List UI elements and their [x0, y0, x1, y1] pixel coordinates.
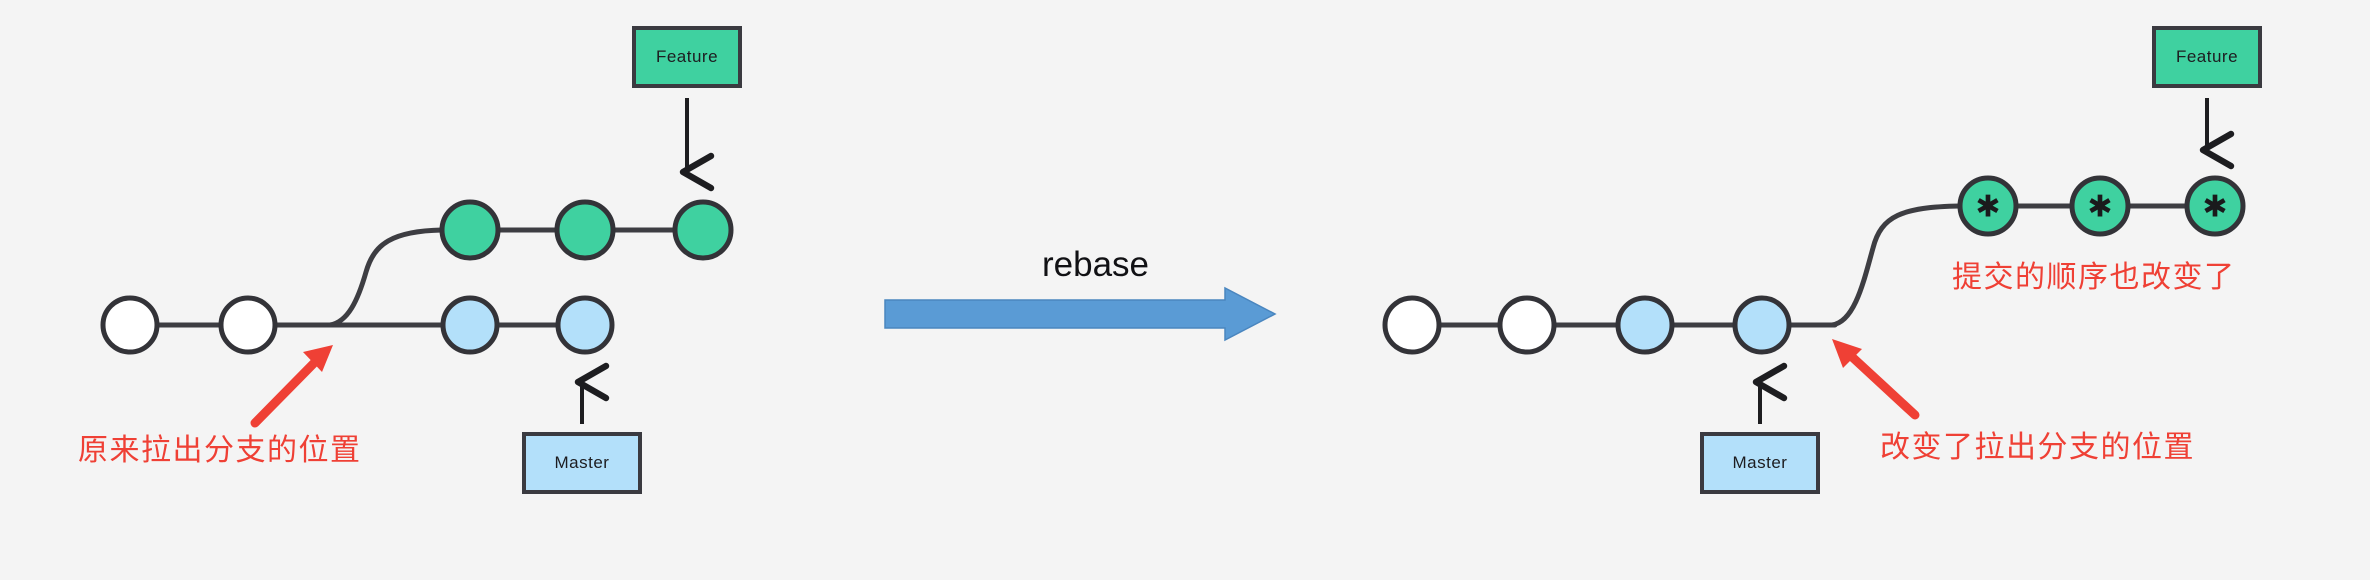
feature-branch-label-text: Feature: [655, 47, 719, 66]
commit-node-master[interactable]: [1382, 295, 1442, 355]
commit-node-feature[interactable]: [554, 199, 616, 261]
asterisk-icon: ✱: [2202, 190, 2227, 225]
annotation-branch-point-changed: 改变了拉出分支的位置: [1880, 430, 2195, 465]
commit-node-feature[interactable]: [672, 199, 734, 261]
master-branch-label-text: Master: [554, 453, 610, 472]
commit-node-feature-rewritten[interactable]: ✱: [1957, 175, 2019, 237]
red-arrow-up-right-icon: [250, 345, 333, 428]
commit-node-feature-rewritten[interactable]: ✱: [2069, 175, 2131, 237]
feature-branch-label-left[interactable]: Feature: [632, 26, 742, 88]
master-branch-label-left[interactable]: Master: [522, 432, 642, 494]
left-diagram-graph: [100, 98, 734, 428]
commit-node-feature-rewritten[interactable]: ✱: [2184, 175, 2246, 237]
rebase-arrow-group: [884, 286, 1277, 342]
red-arrow-up-left-icon: [1832, 339, 1920, 420]
annotation-original-branch-point: 原来拉出分支的位置: [78, 433, 362, 468]
master-branch-label-right[interactable]: Master: [1700, 432, 1820, 494]
commit-node-master[interactable]: [1615, 295, 1675, 355]
commit-node-feature[interactable]: [439, 199, 501, 261]
commit-node-master[interactable]: [555, 295, 615, 355]
asterisk-icon: ✱: [2087, 190, 2112, 225]
commit-node-master[interactable]: [100, 295, 160, 355]
branch-curve-left: [327, 227, 445, 328]
right-arrow-icon: [884, 286, 1277, 342]
branch-curve-right: [1829, 203, 1963, 328]
right-diagram-graph: ✱ ✱ ✱: [1382, 98, 2246, 424]
master-branch-label-text: Master: [1732, 453, 1788, 472]
rebase-operation-label: rebase: [1042, 245, 1150, 284]
commit-node-master[interactable]: [1732, 295, 1792, 355]
commit-node-master[interactable]: [218, 295, 278, 355]
commit-node-master[interactable]: [440, 295, 500, 355]
feature-branch-label-right[interactable]: Feature: [2152, 26, 2262, 88]
asterisk-icon: ✱: [1975, 190, 2000, 225]
annotation-commit-order-changed: 提交的顺序也改变了: [1952, 260, 2236, 295]
commit-node-master[interactable]: [1497, 295, 1557, 355]
feature-branch-label-text: Feature: [2175, 47, 2239, 66]
